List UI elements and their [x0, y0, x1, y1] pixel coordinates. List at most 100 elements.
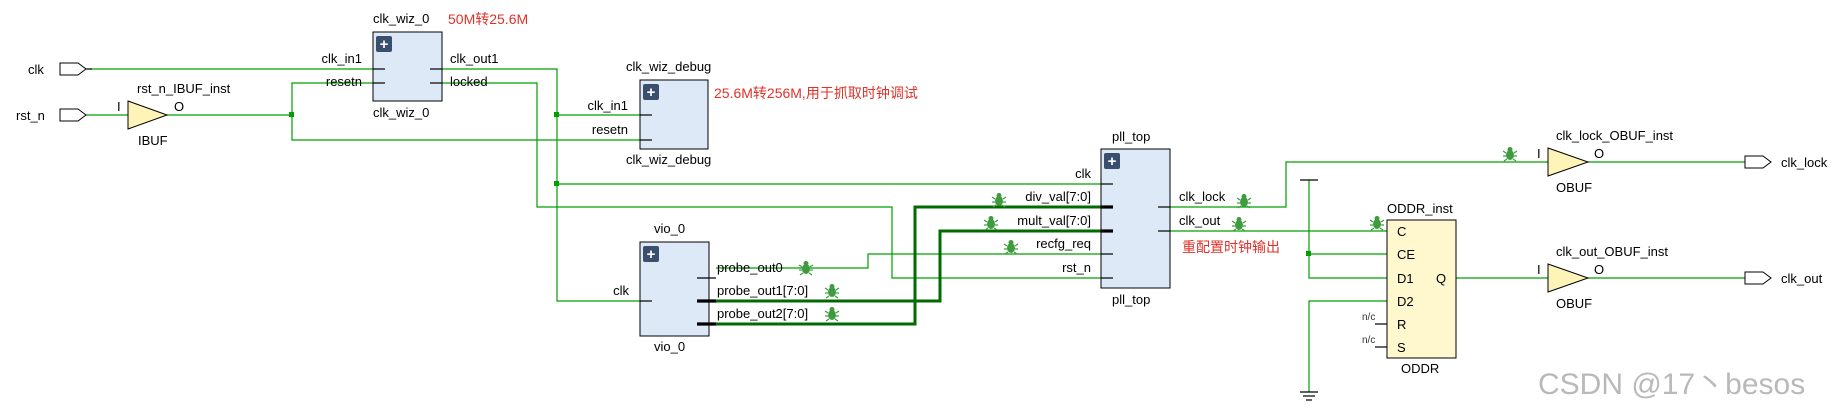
oddr-r-nc: n/c: [1362, 312, 1375, 323]
clk-lock-obuf-cell-type: OBUF: [1556, 180, 1592, 195]
clk-wiz-0-pin-clk-in1: clk_in1: [322, 51, 362, 66]
junction-dot: [1306, 251, 1311, 256]
clk-out-obuf-cell-type: OBUF: [1556, 296, 1592, 311]
clk-out-obuf-pin-o: O: [1594, 262, 1604, 277]
pll-top-title: pll_top: [1112, 129, 1150, 144]
junction-dot: [554, 112, 559, 117]
vio-0-block[interactable]: vio_0 + clk probe_out0 probe_out1[7:0] p…: [613, 221, 840, 354]
oddr-s-nc: n/c: [1362, 335, 1375, 346]
clk-wiz-debug-pin-clk-in1: clk_in1: [588, 98, 628, 113]
clk-lock-obuf-instance-name: clk_lock_OBUF_inst: [1556, 128, 1673, 143]
bus-probe-out1[interactable]: [716, 229, 1101, 303]
clk-wiz-0-title: clk_wiz_0: [373, 11, 429, 26]
pll-top-pin-clk-out: clk_out: [1179, 213, 1221, 228]
bus-probe-out2[interactable]: [716, 205, 1101, 326]
clk-wiz-debug-note: 25.6M转256M,用于抓取时钟调试: [714, 85, 918, 101]
svg-text:+: +: [647, 246, 656, 263]
clk-wiz-0-cell-name: clk_wiz_0: [373, 105, 429, 120]
clk-wiz-0-pin-clk-out1: clk_out1: [450, 51, 498, 66]
clk-wiz-0-pin-locked: locked: [450, 74, 488, 89]
clk-out-obuf[interactable]: clk_out_OBUF_inst I O OBUF: [1537, 244, 1668, 311]
debug-icon[interactable]: [1231, 216, 1247, 232]
output-port-clk-lock[interactable]: clk_lock: [1744, 155, 1828, 170]
wire-probe-out0[interactable]: [716, 253, 1101, 269]
clk-lock-obuf-pin-i: I: [1537, 146, 1541, 161]
ibuf-pin-o: O: [174, 99, 184, 114]
oddr-cell-type: ODDR: [1401, 361, 1439, 376]
oddr-block[interactable]: ODDR_inst C CE D1 D2 R S Q n/c n/c ODDR: [1362, 201, 1457, 376]
wire-locked[interactable]: [442, 82, 1101, 279]
oddr-pin-c: C: [1397, 224, 1406, 239]
oddr-instance-name: ODDR_inst: [1387, 201, 1453, 216]
ground-symbol: [1300, 391, 1318, 401]
expand-plus-icon[interactable]: [376, 36, 392, 52]
pll-top-pin-div-val: div_val[7:0]: [1025, 189, 1091, 204]
rst-n-ibuf[interactable]: rst_n_IBUF_inst I O IBUF: [117, 81, 231, 148]
debug-icon[interactable]: [991, 192, 1007, 208]
clk-wiz-debug-cell-name: clk_wiz_debug: [626, 152, 711, 167]
debug-icon[interactable]: [983, 215, 999, 231]
pll-top-pin-recfg-req: recfg_req: [1036, 236, 1091, 251]
clk-wiz-0-pin-resetn: resetn: [326, 74, 362, 89]
ibuf-pin-i: I: [117, 99, 121, 114]
oddr-pin-d1: D1: [1397, 271, 1414, 286]
wire-gnd[interactable]: [1308, 300, 1387, 392]
vio-0-cell-name: vio_0: [654, 339, 685, 354]
port-label-clk: clk: [28, 62, 44, 77]
port-label-clk-out: clk_out: [1781, 271, 1823, 286]
debug-icon[interactable]: [1369, 215, 1385, 231]
clk-out-obuf-instance-name: clk_out_OBUF_inst: [1556, 244, 1668, 259]
input-port-rst-n[interactable]: rst_n: [16, 108, 87, 123]
wire-rst-to-clkwiz0[interactable]: [291, 82, 373, 115]
vio-0-pin-probe-out0: probe_out0: [717, 260, 783, 275]
wire-vcc[interactable]: [1308, 180, 1387, 279]
clk-wiz-debug-pin-resetn: resetn: [592, 122, 628, 137]
input-port-clk[interactable]: clk: [28, 62, 92, 77]
clk-wiz-debug-block[interactable]: clk_wiz_debug 25.6M转256M,用于抓取时钟调试 + clk_…: [588, 59, 918, 167]
oddr-pin-s: S: [1397, 340, 1406, 355]
pll-top-pin-clk-lock: clk_lock: [1179, 189, 1226, 204]
debug-icon[interactable]: [1502, 146, 1518, 162]
watermark: CSDN @17丶besos: [1538, 368, 1805, 401]
expand-plus-icon[interactable]: [643, 246, 659, 262]
port-label-clk-lock: clk_lock: [1781, 155, 1828, 170]
vio-0-pin-clk: clk: [613, 283, 629, 298]
svg-text:+: +: [380, 36, 389, 53]
clk-wiz-debug-title: clk_wiz_debug: [626, 59, 711, 74]
wire-clk-lock[interactable]: [1170, 161, 1548, 208]
oddr-pin-d2: D2: [1397, 294, 1414, 309]
wires: [86, 68, 1745, 392]
debug-icon[interactable]: [824, 283, 840, 299]
debug-icon[interactable]: [1236, 193, 1252, 209]
clk-out-obuf-pin-i: I: [1537, 262, 1541, 277]
junction-dot: [554, 181, 559, 186]
svg-text:+: +: [647, 84, 656, 101]
wire-clk-out1[interactable]: [442, 68, 640, 116]
oddr-pin-r: R: [1397, 317, 1406, 332]
pll-top-note: 重配置时钟输出: [1182, 239, 1280, 255]
output-port-clk-out[interactable]: clk_out: [1744, 271, 1823, 286]
pll-top-cell-name: pll_top: [1112, 292, 1150, 307]
svg-text:+: +: [1108, 153, 1117, 170]
debug-icon[interactable]: [1003, 239, 1019, 255]
pll-top-pin-mult-val: mult_val[7:0]: [1017, 213, 1091, 228]
clk-lock-obuf[interactable]: clk_lock_OBUF_inst I O OBUF: [1502, 128, 1673, 195]
clk-wiz-0-block[interactable]: clk_wiz_0 50M转25.6M + clk_in1 resetn clk…: [322, 11, 529, 120]
wire-rst-to-debug[interactable]: [291, 115, 640, 141]
clk-lock-obuf-pin-o: O: [1594, 146, 1604, 161]
pll-top-block[interactable]: pll_top + clk div_val[7:0] mult_val[7:0]…: [983, 129, 1280, 307]
wire-clk-out1-to-vio[interactable]: [556, 115, 640, 302]
clk-wiz-0-note: 50M转25.6M: [448, 11, 528, 27]
expand-plus-icon[interactable]: [1104, 153, 1120, 169]
expand-plus-icon[interactable]: [643, 84, 659, 100]
debug-icon[interactable]: [824, 306, 840, 322]
ibuf-cell-type: IBUF: [138, 133, 168, 148]
vio-0-pin-probe-out2: probe_out2[7:0]: [717, 306, 808, 321]
oddr-pin-ce: CE: [1397, 247, 1415, 262]
oddr-pin-q: Q: [1436, 271, 1446, 286]
port-label-rst-n: rst_n: [16, 108, 45, 123]
junction-dot: [289, 112, 294, 117]
ibuf-instance-name: rst_n_IBUF_inst: [137, 81, 231, 96]
